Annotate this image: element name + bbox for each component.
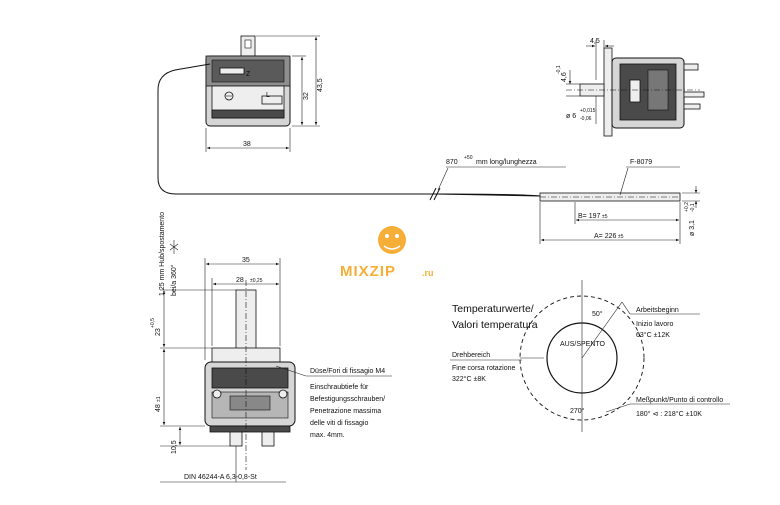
dim-23: 23 — [155, 328, 162, 336]
bulb-a-length: A= 226 — [594, 233, 616, 240]
holes-title: Düse/Fori di fissagio M4 — [310, 368, 385, 375]
dial-center-label: AUS/SPENTO — [560, 341, 606, 348]
capillary-tube: 870 +50 mm long/lunghezza F-8079 B= 197 … — [157, 63, 700, 244]
bulb-diameter-tol-dn: -0,1 — [690, 203, 696, 212]
holes-line-1: Einschraubtiefe für — [310, 384, 369, 391]
dim-4-6: 4,6 — [561, 72, 568, 82]
dim-48-tol: ±1 — [156, 396, 162, 402]
capillary-length-tol: +50 — [464, 155, 473, 161]
bulb-a-tol: ±5 — [618, 234, 624, 240]
check-value: 180° ⊲ : 218°C ±10K — [636, 410, 702, 418]
mark-z: Z — [246, 71, 251, 78]
holes-line-5: max. 4mm. — [310, 432, 345, 439]
mounting-notes: Düse/Fori di fissagio M4 Einschraubtiefe… — [275, 365, 392, 439]
dial-title-1: Temperaturwerte/ — [452, 303, 534, 315]
front-view: 35 28 ±0,25 23 +0,5 48 ±1 10,5 1,25 mm H… — [150, 212, 296, 483]
dim-width: 38 — [243, 141, 251, 148]
bulb-code: F-8079 — [630, 159, 652, 166]
dim-6-tol-up: +0,015 — [580, 108, 596, 114]
capillary-length-unit: mm long/lunghezza — [476, 159, 537, 166]
dim-4-6-tol: -0,1 — [556, 65, 562, 74]
holes-line-4: delle viti di fissagio — [310, 420, 368, 427]
mixzip-watermark: MIXZIP .ru — [340, 226, 434, 280]
bulb-b-tol: ±5 — [602, 214, 608, 220]
angle-270: 270° — [570, 407, 585, 415]
mascot-icon — [378, 226, 406, 254]
dim-height: 32 — [303, 92, 310, 100]
dim-6-tol-dn: -0,06 — [580, 116, 592, 122]
start-title: Arbeitsbeginn — [636, 307, 679, 314]
rotation-label: bei/a 360° — [170, 264, 178, 296]
top-view: Z L 38 32 43,5 — [205, 35, 324, 152]
capillary-length: 870 — [446, 159, 458, 166]
angle-50: 50° — [592, 310, 603, 318]
rotation-title: Drehbereich — [452, 352, 490, 359]
watermark-suffix: .ru — [422, 268, 434, 278]
check-title: Meßpunkt/Punto di controllo — [636, 397, 723, 404]
dim-23-tol: +0,5 — [150, 318, 156, 328]
holes-line-2: Befestigungsschrauben/ — [310, 396, 385, 403]
rotation-sub: Fine corsa rotazione — [452, 365, 516, 372]
dim-48: 48 — [155, 404, 162, 412]
holes-line-3: Penetrazione massima — [310, 408, 381, 415]
dim-28-tol: ±0,25 — [250, 278, 263, 284]
dim-6: ø 6 — [566, 113, 576, 120]
dim-4-5: 4,5 — [590, 38, 600, 45]
dim-35: 35 — [242, 257, 250, 264]
dim-10-5: 10,5 — [171, 440, 178, 454]
rotation-value: 322°C ±8K — [452, 375, 486, 383]
dim-28: 28 — [236, 277, 244, 284]
stroke-label: 1,25 mm Hub/spostamento — [159, 212, 166, 296]
dim-overall-height: 43,5 — [317, 78, 324, 92]
start-sub: Inizio lavoro — [636, 321, 673, 328]
bulb-diameter: ø 3,1 — [689, 220, 696, 236]
mark-l: L — [266, 92, 270, 99]
watermark-text: MIXZIP — [340, 263, 396, 280]
bulb-b-length: B= 197 — [578, 213, 600, 220]
dial-title-2: Valori temperatura — [452, 319, 538, 331]
side-view: 4,5 4,6 -0,1 ø 6 +0,015 -0,06 — [556, 38, 705, 137]
rotation-arrow-icon — [169, 240, 179, 254]
bulb-diameter-tol-up: +0,2 — [684, 202, 690, 212]
temperature-dial: Temperaturwerte/ Valori temperatura AUS/… — [450, 280, 730, 432]
din-label: DIN 46244-A 6,3-0,8-St — [184, 474, 257, 481]
start-value: 63°C ±12K — [636, 331, 670, 339]
